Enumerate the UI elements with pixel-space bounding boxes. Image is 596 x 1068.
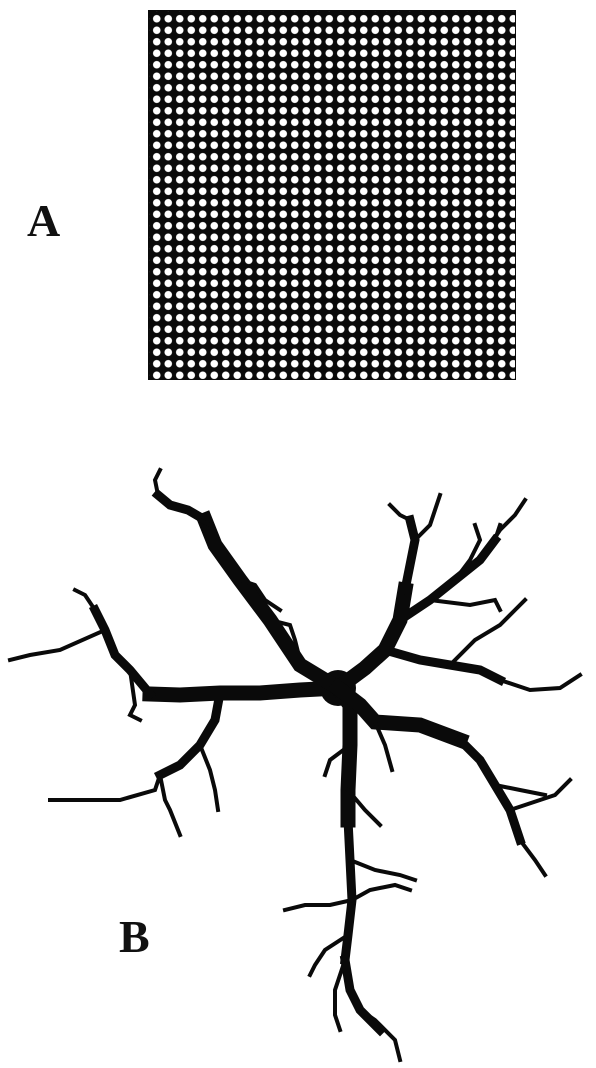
panel-a-label: A [27,195,61,246]
panel-b-label: B [119,911,150,962]
aggregate-twigs [7,467,583,1063]
square-lattice-pattern [148,10,516,380]
fractal-aggregate-drawing [7,467,583,1063]
